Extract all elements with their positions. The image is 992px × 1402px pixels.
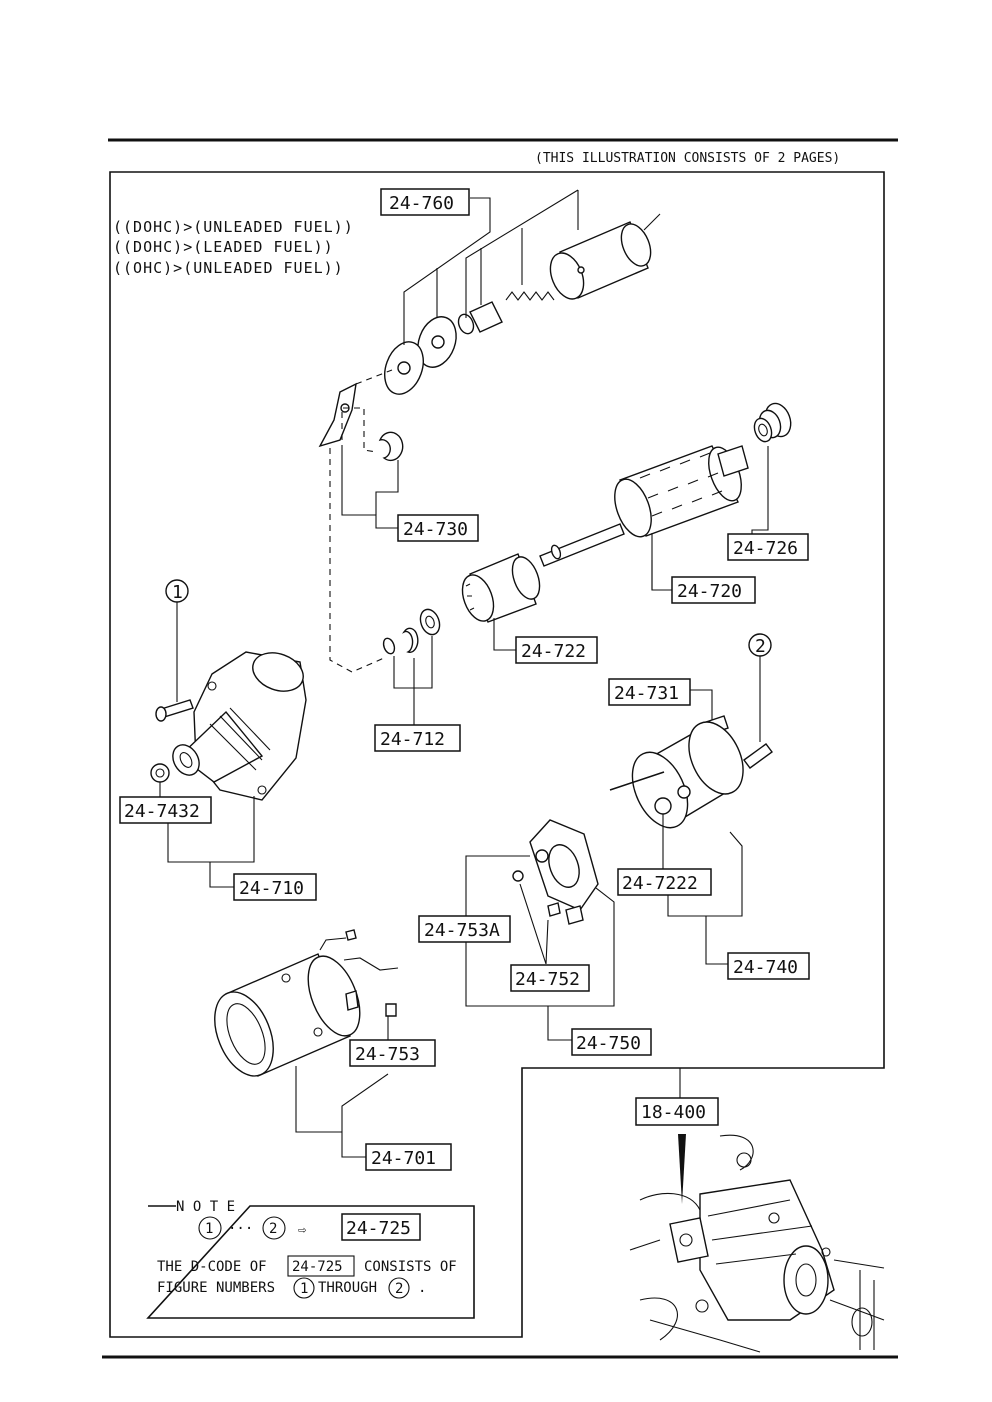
label-24-720: 24-720 bbox=[677, 581, 742, 602]
brush-holder-group bbox=[465, 819, 615, 1041]
lever-group bbox=[318, 369, 404, 673]
label-24-7432: 24-7432 bbox=[124, 801, 200, 822]
label-box-24-722 bbox=[515, 636, 598, 664]
label-24-730: 24-730 bbox=[403, 519, 468, 540]
label-box-24-7222 bbox=[617, 868, 712, 896]
label-box-24-750 bbox=[571, 1028, 652, 1056]
label-box-24-731 bbox=[608, 678, 691, 706]
armature-group bbox=[539, 445, 749, 591]
pinion-group bbox=[461, 553, 541, 651]
rear-cover-group: 2 bbox=[609, 633, 773, 965]
label-24-750: 24-750 bbox=[576, 1033, 641, 1054]
note-range-dots: ··· bbox=[228, 1221, 253, 1237]
label-box-24-760 bbox=[380, 188, 470, 216]
condition-line-1: ((DOHC)>(UNLEADED FUEL)) bbox=[113, 218, 354, 236]
note-line1-code: 24-725 bbox=[292, 1259, 343, 1275]
note-line2-mid: THROUGH bbox=[318, 1280, 377, 1296]
callout-2: 2 bbox=[755, 636, 766, 657]
label-24-722: 24-722 bbox=[521, 641, 586, 662]
label-box-24-720 bbox=[671, 576, 756, 604]
note-range-to: 2 bbox=[269, 1221, 277, 1237]
note-title: N O T E bbox=[176, 1199, 235, 1215]
label-24-740: 24-740 bbox=[733, 957, 798, 978]
label-box-18-400 bbox=[635, 1097, 719, 1126]
label-box-24-7432 bbox=[119, 796, 212, 824]
note-line1-post: CONSISTS OF bbox=[364, 1259, 457, 1275]
front-housing-group: 1 bbox=[150, 579, 307, 888]
note-range-from: 1 bbox=[205, 1221, 213, 1237]
callout-1: 1 bbox=[172, 582, 183, 603]
label-24-726: 24-726 bbox=[733, 538, 798, 559]
inset-engine-view bbox=[629, 1068, 885, 1353]
label-box-24-752 bbox=[510, 964, 590, 992]
label-24-710: 24-710 bbox=[239, 878, 304, 899]
label-box-24-710 bbox=[233, 873, 317, 901]
label-24-701: 24-701 bbox=[371, 1148, 436, 1169]
solenoid-group bbox=[384, 189, 661, 395]
label-box-24-753A bbox=[418, 915, 511, 943]
note-range-code: 24-725 bbox=[346, 1218, 411, 1239]
note-line2-from: 1 bbox=[300, 1281, 308, 1297]
label-box-24-740 bbox=[727, 952, 810, 980]
label-box-24-726 bbox=[727, 533, 809, 561]
label-box-24-730 bbox=[397, 514, 479, 542]
note-line2-pre: FIGURE NUMBERS bbox=[157, 1280, 275, 1296]
bearing-group-726 bbox=[751, 402, 792, 536]
label-24-760: 24-760 bbox=[389, 193, 454, 214]
label-24-752: 24-752 bbox=[515, 969, 580, 990]
label-24-731: 24-731 bbox=[614, 683, 679, 704]
note-line2-to: 2 bbox=[395, 1281, 403, 1297]
label-24-753: 24-753 bbox=[355, 1044, 420, 1065]
main-frame bbox=[109, 171, 885, 1338]
note-line2-end: . bbox=[418, 1280, 426, 1296]
label-24-712: 24-712 bbox=[380, 729, 445, 750]
label-box-24-753 bbox=[349, 1039, 436, 1067]
note-box: N O T E 1 ··· 2 ⇨ 24-725 THE D-CODE OF 2… bbox=[146, 1199, 475, 1319]
condition-line-2: ((DOHC)>(LEADED FUEL)) bbox=[113, 238, 334, 256]
yoke-group bbox=[214, 929, 399, 1158]
label-24-753A: 24-753A bbox=[424, 920, 500, 941]
note-line1-pre: THE D-CODE OF bbox=[157, 1259, 267, 1275]
condition-line-3: ((OHC)>(UNLEADED FUEL)) bbox=[113, 259, 344, 277]
page-caption: (THIS ILLUSTRATION CONSISTS OF 2 PAGES) bbox=[535, 151, 840, 166]
label-box-24-701 bbox=[365, 1143, 452, 1171]
note-arrow: ⇨ bbox=[298, 1222, 307, 1238]
label-18-400: 18-400 bbox=[641, 1102, 706, 1123]
stop-ring-group bbox=[382, 608, 441, 726]
label-24-7222: 24-7222 bbox=[622, 873, 698, 894]
label-box-24-712 bbox=[374, 724, 461, 752]
